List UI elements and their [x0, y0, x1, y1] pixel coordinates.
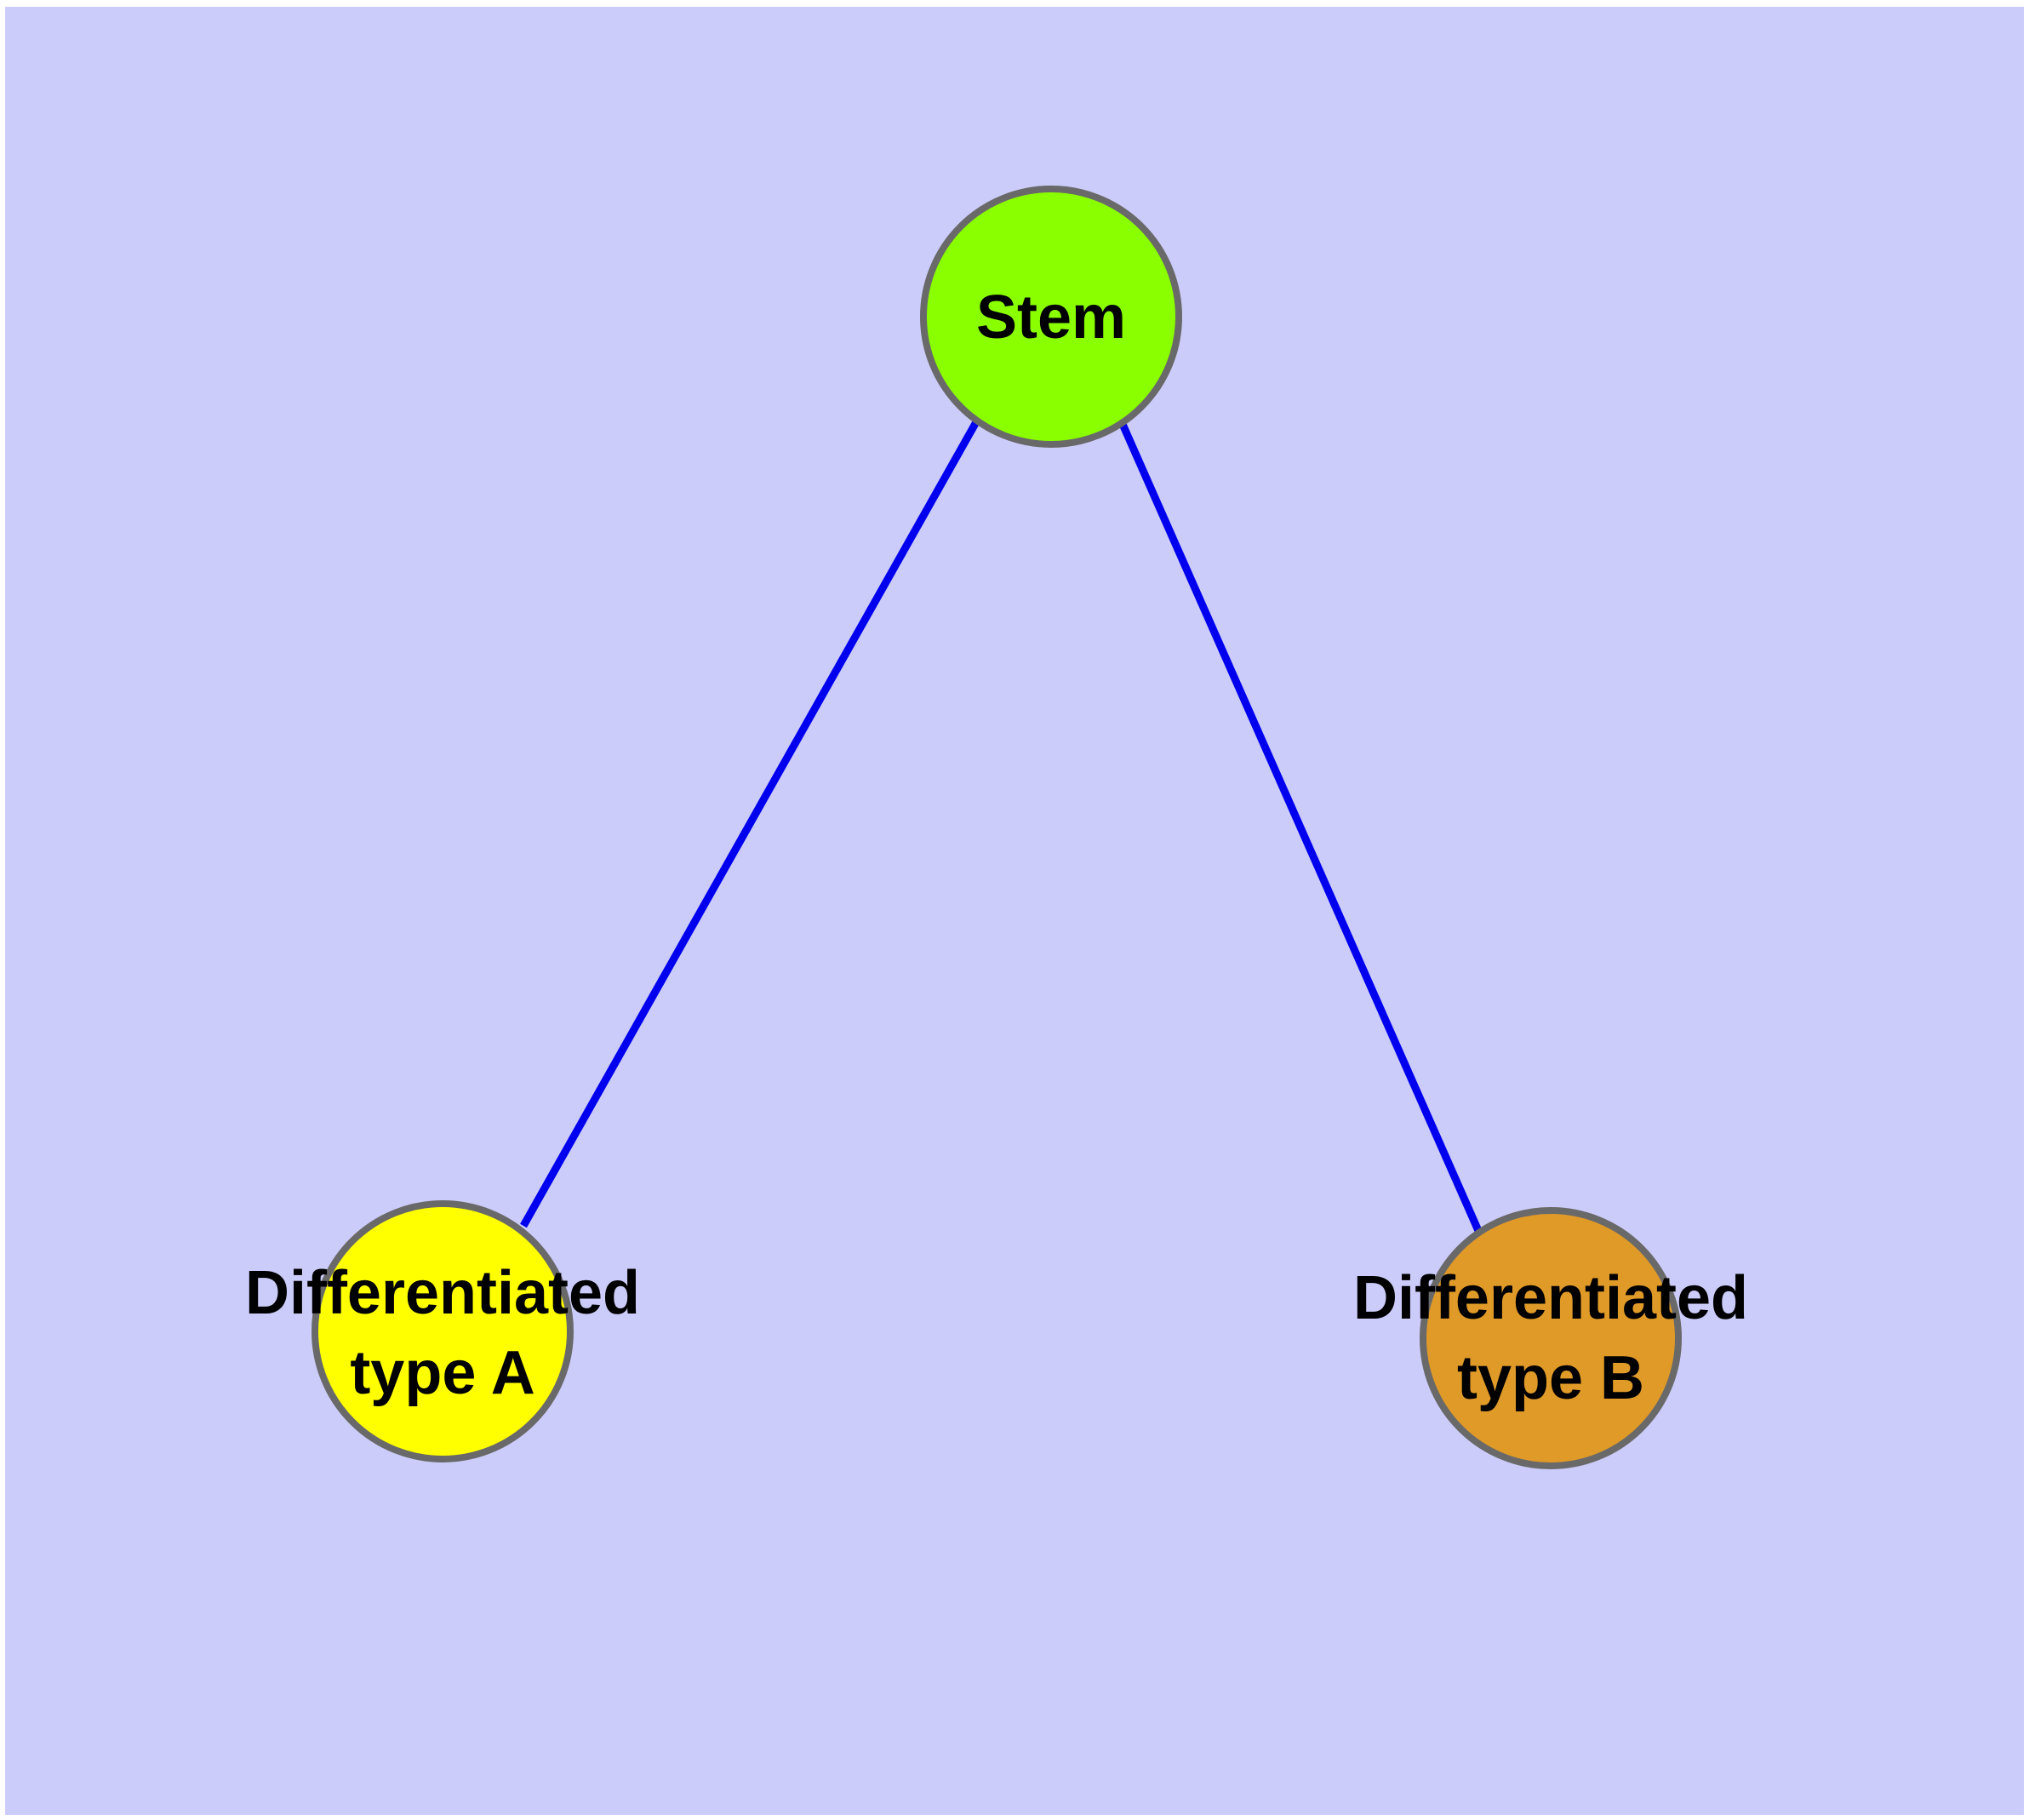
- node-differentiated-type-b-label-line1: Differentiated: [1353, 1264, 1748, 1332]
- node-differentiated-type-b[interactable]: [1420, 1207, 1682, 1469]
- node-differentiated-type-a-label-line2: type A: [350, 1339, 534, 1407]
- node-differentiated-type-a-circle[interactable]: [311, 1200, 574, 1462]
- edge-layer: [520, 418, 1483, 1234]
- node-stem-circle[interactable]: [920, 186, 1182, 448]
- label-layer: Stem Differentiated type A Differentiate…: [245, 283, 1748, 1412]
- node-differentiated-type-a-label-line1: Differentiated: [245, 1259, 640, 1327]
- node-differentiated-type-a[interactable]: [311, 1200, 574, 1462]
- node-differentiated-type-b-label-line2: type B: [1457, 1344, 1644, 1412]
- node-stem[interactable]: [920, 186, 1182, 448]
- node-layer: [311, 186, 1682, 1469]
- edge-stem-to-differentiated-type-a[interactable]: [520, 418, 980, 1228]
- node-stem-label: Stem: [976, 283, 1126, 352]
- node-differentiated-type-b-circle[interactable]: [1420, 1207, 1682, 1469]
- edge-stem-to-differentiated-type-b[interactable]: [1117, 421, 1483, 1234]
